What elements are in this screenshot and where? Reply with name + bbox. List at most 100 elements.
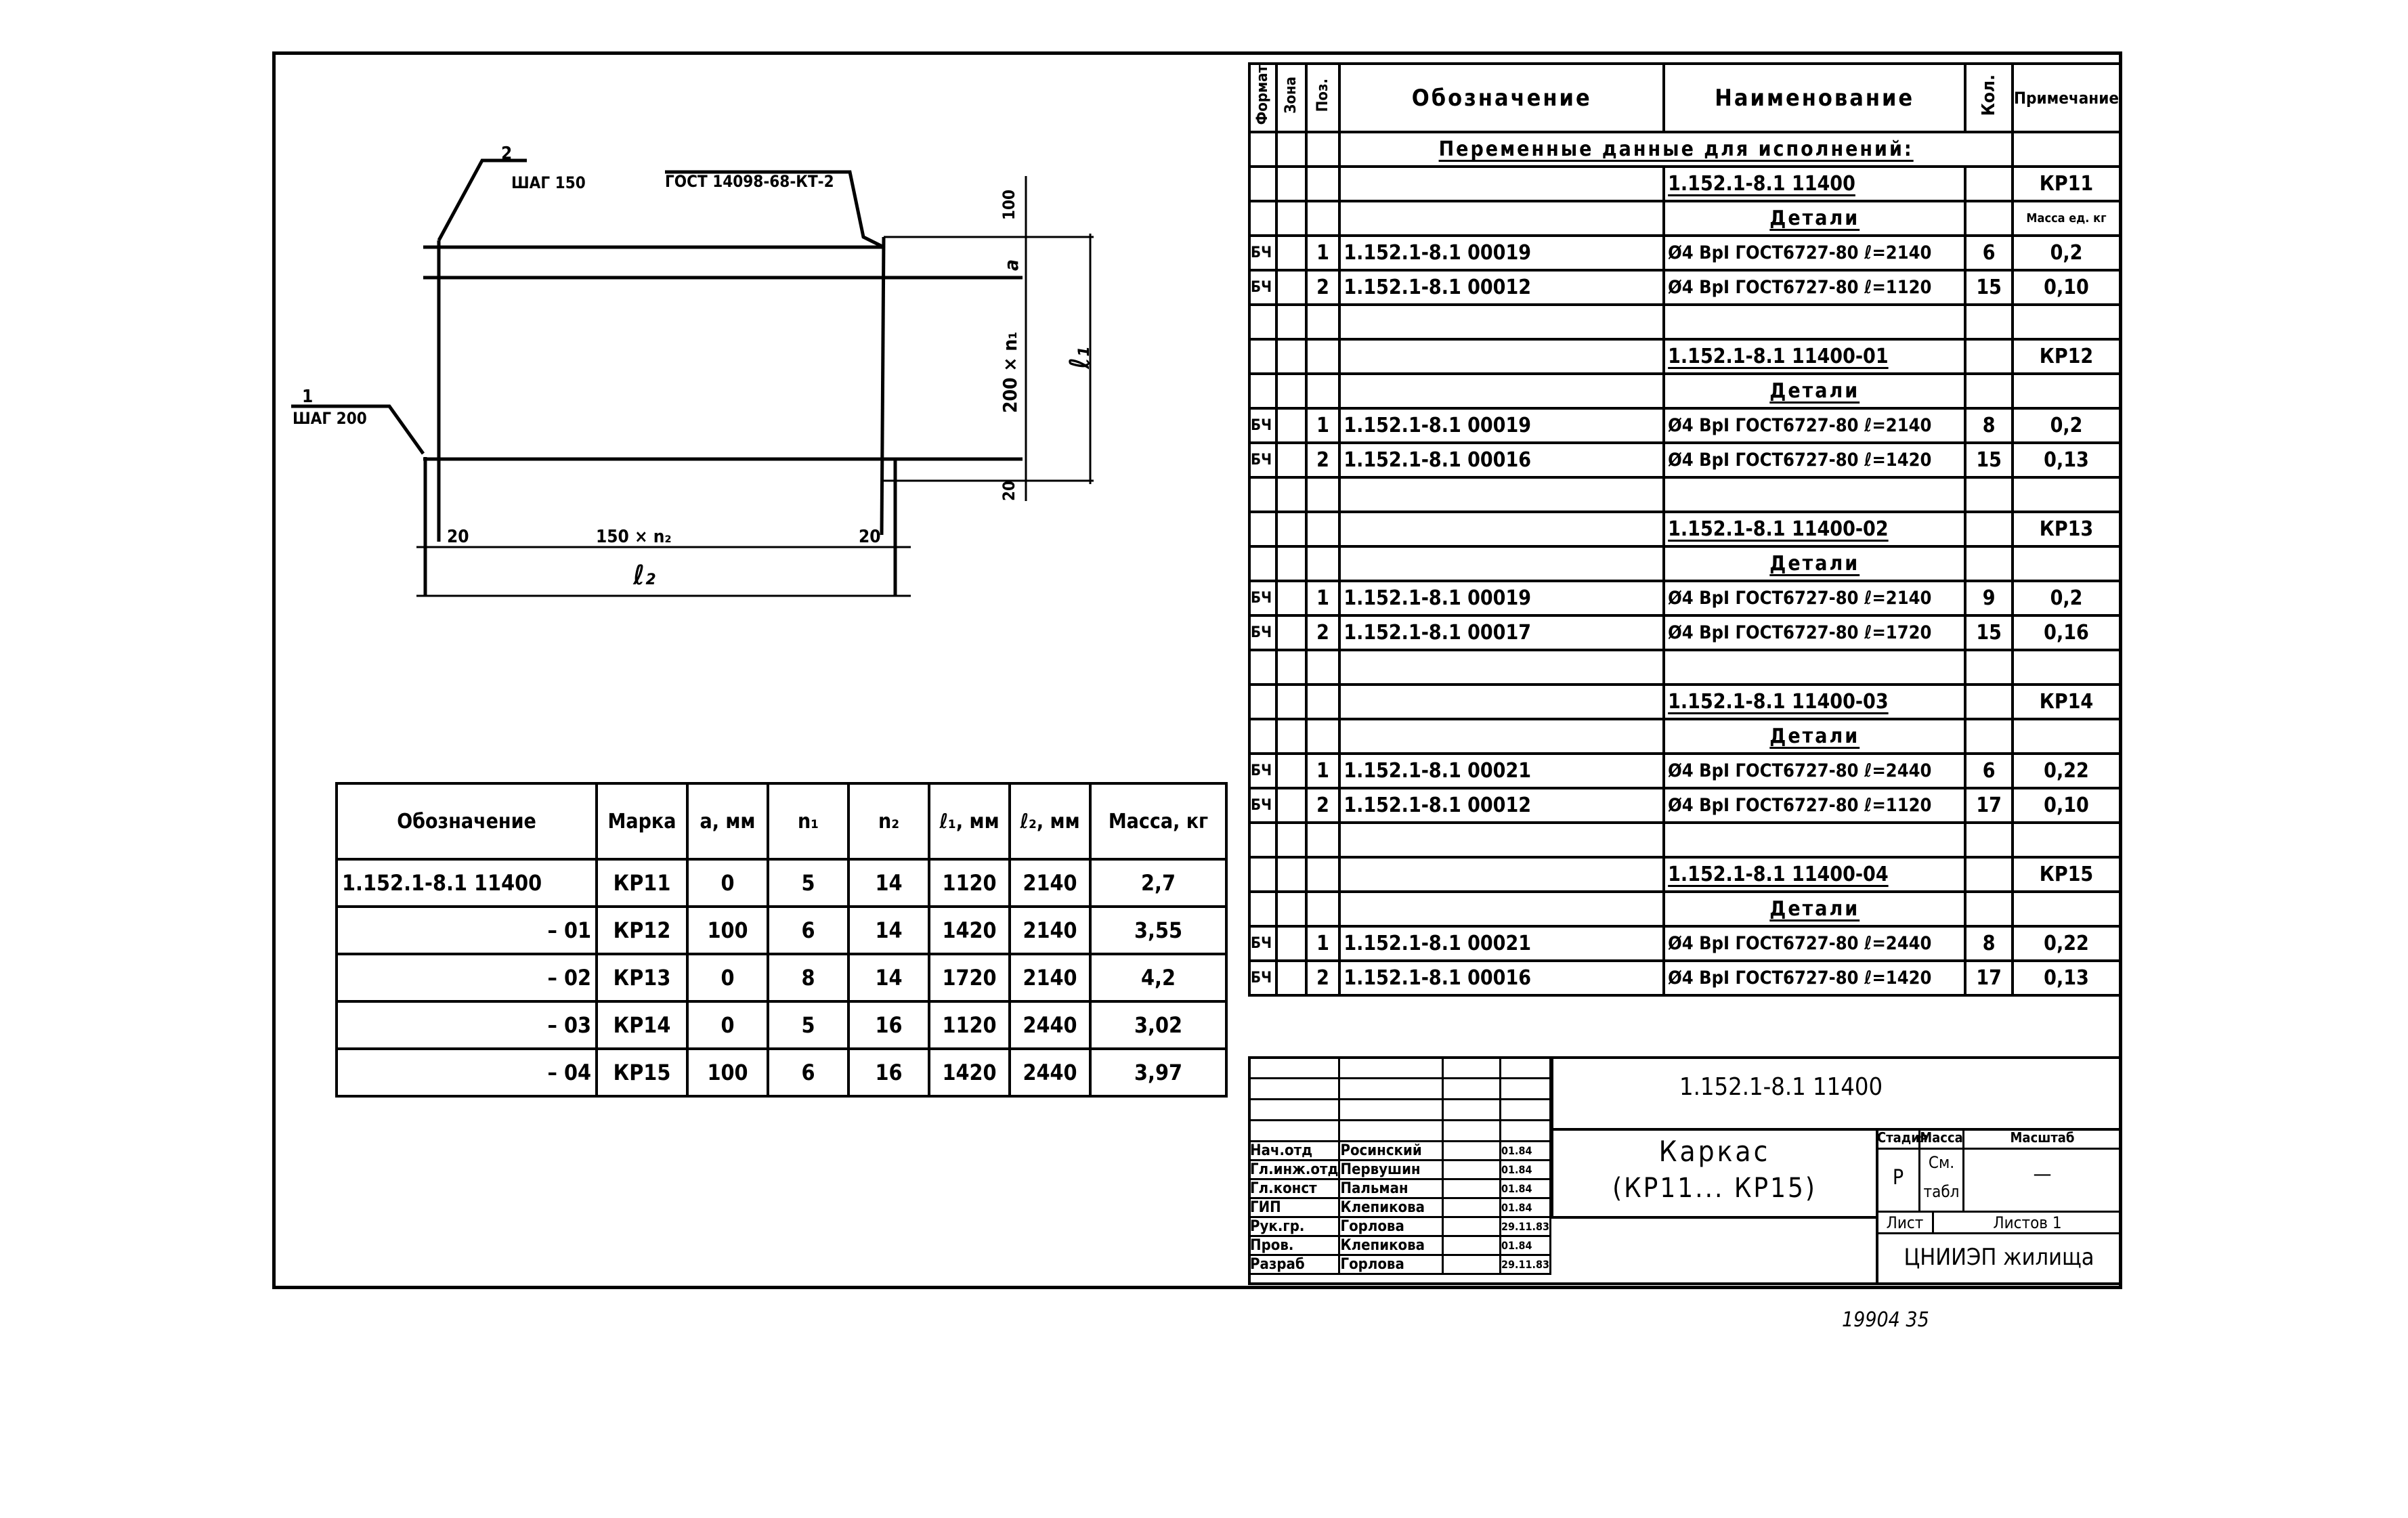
item-designation-text: 1.152.1-8.1 00012 [1343, 276, 1532, 300]
spec-cell [2011, 890, 2122, 928]
item-mass-text: 0,2 [2050, 586, 2083, 611]
spec-cell [2011, 821, 2122, 859]
spec-cell [2011, 372, 2122, 410]
dim-l2: ℓ₂ [633, 560, 655, 591]
table-row: 1.152.1-8.1 11400 КР11 0 5 14 1120 2140 … [335, 858, 1228, 908]
item-format: БЧ [1248, 787, 1278, 825]
spec-cell [1964, 890, 2014, 928]
item-name: Ø4 ВрI ГОСТ6727-80 ℓ=2440 [1662, 925, 1967, 963]
signature-name: Клепикова [1338, 1197, 1444, 1218]
mass-value-1: См. [1928, 1153, 1955, 1172]
group-mark: КР12 [2011, 338, 2122, 376]
item-designation: 1.152.1-8.1 00021 [1338, 925, 1666, 963]
spec-cell [1304, 165, 1341, 203]
item-mass: 0,13 [2011, 959, 2122, 997]
signature-name: Клепикова [1338, 1235, 1444, 1256]
param-cell: 3,97 [1089, 1047, 1228, 1098]
item-name: Ø4 ВрI ГОСТ6727-80 ℓ=1120 [1662, 269, 1967, 307]
spec-cell [2011, 545, 2122, 583]
spec-cell [1274, 338, 1308, 376]
col-designation: Обозначение [1338, 62, 1666, 134]
item-pos: 1 [1304, 752, 1341, 790]
spec-cell [1304, 821, 1341, 859]
spec-cell [1304, 131, 1341, 169]
item-pos-text: 1 [1316, 414, 1329, 438]
spec-header-row: Формат Зона Поз. Обозначение Наименовани… [1248, 62, 2122, 134]
spec-cell [1338, 338, 1666, 376]
param-cell: 0 [686, 953, 769, 1003]
spec-section-row: Детали [1248, 372, 2122, 410]
spec-cell [1304, 476, 1341, 514]
item-name-text: Ø4 ВрI ГОСТ6727-80 ℓ=1720 [1668, 622, 1932, 644]
specification-table: Формат Зона Поз. Обозначение Наименовани… [1248, 62, 2122, 997]
item-qty: 9 [1964, 580, 2014, 617]
spec-cell [1304, 545, 1341, 583]
item-qty: 17 [1964, 959, 2014, 997]
group-designation-text: 1.152.1-8.1 11400-02 [1668, 517, 1889, 542]
dim-l1: ℓ₁ [1065, 347, 1096, 369]
spec-empty-row [1248, 476, 2122, 514]
scale-label: Масштаб [2010, 1129, 2075, 1146]
item-pos: 1 [1304, 580, 1341, 617]
leader-2-step: ШАГ 150 [511, 173, 586, 192]
spec-cell [1274, 511, 1308, 548]
item-name-text: Ø4 ВрI ГОСТ6727-80 ℓ=1120 [1668, 795, 1932, 817]
spec-cell [1964, 200, 2014, 238]
spec-cell [1274, 407, 1308, 445]
spec-cell [1964, 476, 2014, 514]
spec-cell [1274, 925, 1308, 963]
variable-data-title-text: Переменные данные для исполнений: [1438, 137, 1914, 162]
spec-cell [1248, 338, 1278, 376]
archive-number: 19904 35 [1842, 1308, 1929, 1332]
item-designation: 1.152.1-8.1 00012 [1338, 269, 1666, 307]
item-format: БЧ [1248, 752, 1278, 790]
spec-cell [1248, 476, 1278, 514]
item-name-text: Ø4 ВрI ГОСТ6727-80 ℓ=1120 [1668, 277, 1932, 299]
spec-section-row: Детали [1248, 890, 2122, 928]
mass-unit-note-text: Масса ед. кг [2026, 211, 2107, 225]
spec-cell [1248, 131, 1278, 169]
param-cell: 1720 [928, 953, 1011, 1003]
item-qty-text: 8 [1982, 932, 1996, 956]
parameter-table: Обозначение Марка a, мм n₁ n₂ ℓ₁, мм ℓ₂,… [335, 782, 1228, 1098]
item-designation: 1.152.1-8.1 00016 [1338, 959, 1666, 997]
spec-cell [1274, 165, 1308, 203]
spec-cell [1304, 372, 1341, 410]
scale-value: — [2033, 1163, 2052, 1186]
signature-date: 01.84 [1499, 1235, 1552, 1256]
param-cell: 16 [847, 1000, 930, 1050]
item-designation: 1.152.1-8.1 00019 [1338, 407, 1666, 445]
item-format-text: БЧ [1251, 762, 1272, 780]
param-header: Марка [595, 782, 689, 861]
spec-body: Переменные данные для исполнений: 1.152.1… [1248, 131, 2122, 997]
item-format-text: БЧ [1251, 797, 1272, 815]
param-cell: 8 [767, 953, 850, 1003]
spec-cell [1248, 511, 1278, 548]
table-row: – 04 КР15 100 6 16 1420 2440 3,97 [335, 1047, 1228, 1098]
spec-cell [1964, 372, 2014, 410]
item-designation: 1.152.1-8.1 00016 [1338, 441, 1666, 479]
signature-role: Гл.конст [1247, 1178, 1341, 1199]
signature-date: 01.84 [1499, 1159, 1552, 1180]
item-mass-text: 0,13 [2044, 448, 2089, 473]
spec-section-row: Детали [1248, 545, 2122, 583]
group-mark: КР15 [2011, 856, 2122, 894]
item-pos-text: 1 [1316, 241, 1329, 265]
item-pos-text: 2 [1316, 448, 1329, 473]
spec-cell [1304, 718, 1341, 756]
item-format: БЧ [1248, 234, 1278, 272]
item-mass-text: 0,13 [2044, 966, 2089, 991]
dim-200xn1: 200 × n₁ [999, 331, 1021, 413]
item-designation-text: 1.152.1-8.1 00019 [1343, 241, 1532, 265]
leader-1-step: ШАГ 200 [293, 409, 367, 428]
dim-150xn2: 150 × n₂ [596, 527, 672, 547]
signature-date: 01.84 [1499, 1197, 1552, 1218]
mass-value-2: табл [1923, 1182, 1960, 1201]
param-header: a, мм [686, 782, 769, 861]
drawing-frame [272, 51, 2122, 1289]
